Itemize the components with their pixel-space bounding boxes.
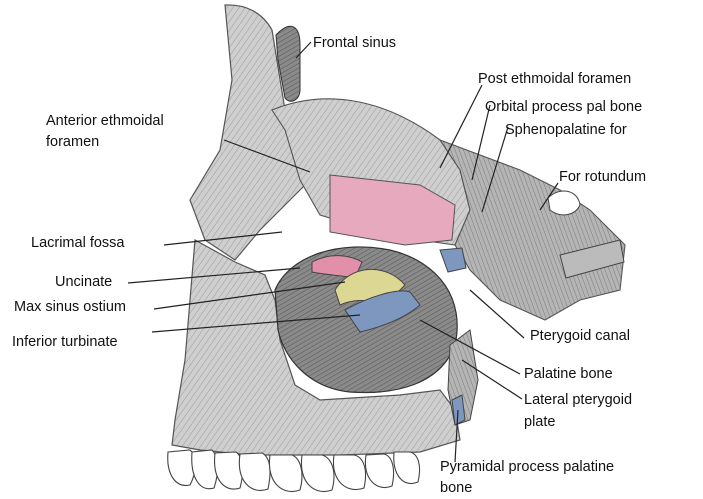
teeth <box>168 450 420 492</box>
label-inferior-turbinate: Inferior turbinate <box>12 334 118 351</box>
label-anterior-ethmoidal-line2: foramen <box>46 134 99 151</box>
label-post-ethmoidal-foramen: Post ethmoidal foramen <box>478 71 631 88</box>
label-uncinate: Uncinate <box>55 274 112 291</box>
label-orbital-process: Orbital process pal bone <box>485 99 642 116</box>
label-pyramidal-process: Pyramidal process palatine <box>440 459 614 476</box>
rotundum <box>548 191 580 215</box>
label-sphenopalatine: Sphenopalatine for <box>505 122 627 139</box>
label-anterior-ethmoidal: Anterior ethmoidal <box>46 113 164 130</box>
label-lateral-pterygoid-line2: plate <box>524 414 555 431</box>
label-for-rotundum: For rotundum <box>559 169 646 186</box>
label-pterygoid-canal: Pterygoid canal <box>530 328 630 345</box>
label-frontal-sinus: Frontal sinus <box>313 35 396 52</box>
sphenoid-region <box>440 140 625 320</box>
label-palatine-bone: Palatine bone <box>524 366 613 383</box>
label-lacrimal-fossa: Lacrimal fossa <box>31 235 124 252</box>
label-max-sinus-ostium: Max sinus ostium <box>14 299 126 316</box>
label-pyramidal-process-line2: bone <box>440 480 472 497</box>
label-lateral-pterygoid: Lateral pterygoid <box>524 392 632 409</box>
palatine-region <box>440 248 466 272</box>
